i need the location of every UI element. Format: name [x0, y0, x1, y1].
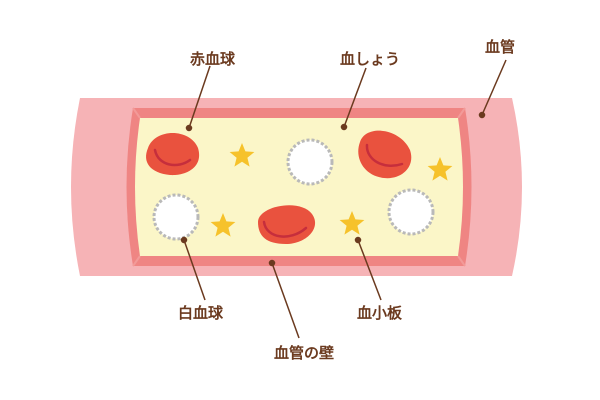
label-blood-vessel: 血管 — [485, 38, 515, 56]
red-blood-cell — [146, 133, 200, 176]
vessel-bevel-lines — [132, 107, 466, 267]
label-vessel-wall: 血管の壁 — [274, 344, 334, 362]
red-blood-cell — [358, 130, 412, 179]
leader-lines — [180, 59, 507, 339]
white-blood-cell — [152, 193, 200, 241]
white-blood-cell — [387, 188, 435, 236]
label-plasma: 血しょう — [340, 50, 400, 68]
white-blood-cell — [286, 138, 334, 186]
label-white-blood-cell: 白血球 — [178, 304, 224, 322]
red-blood-cell — [258, 205, 316, 244]
label-platelet: 血小板 — [357, 304, 403, 322]
label-red-blood-cell: 赤血球 — [190, 50, 236, 68]
